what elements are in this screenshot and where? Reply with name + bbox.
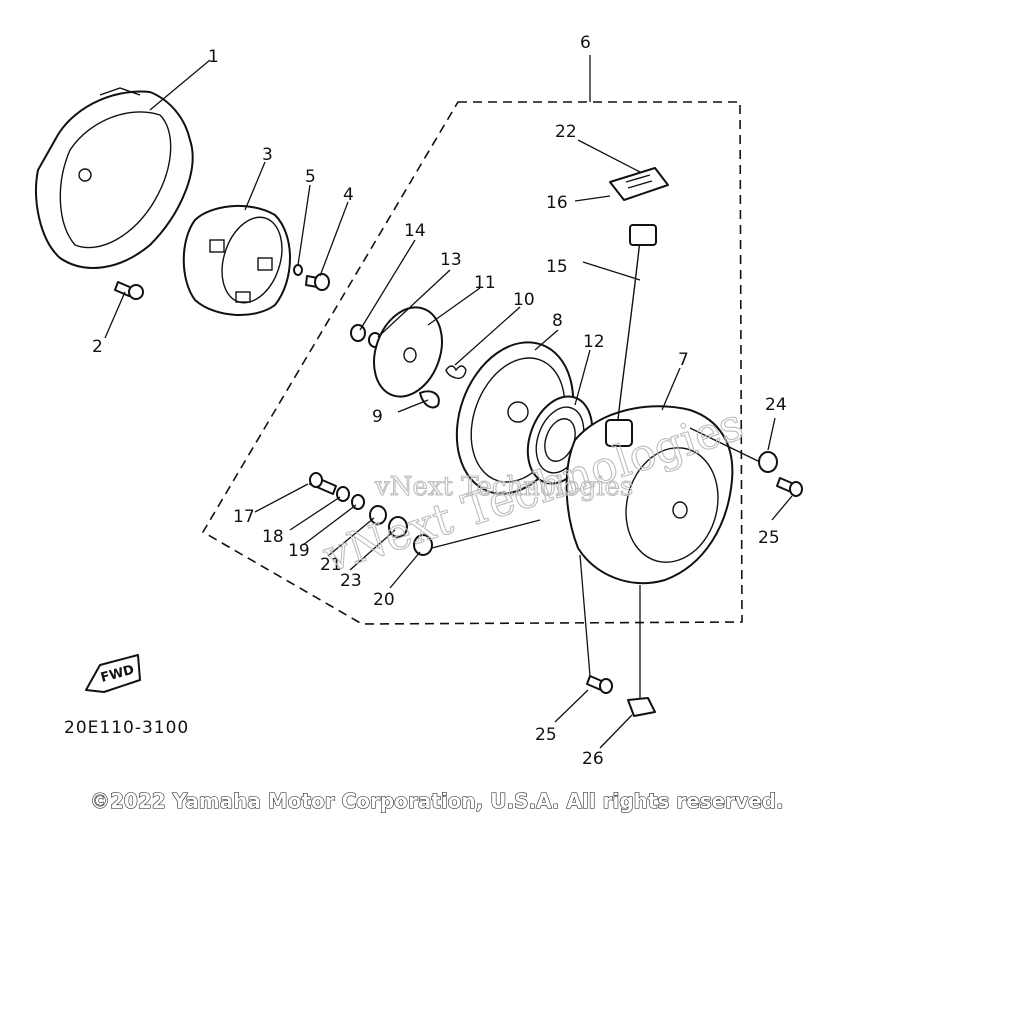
label-3: 3 xyxy=(262,145,273,165)
leader-lines xyxy=(104,55,793,749)
watermark-text-1: vNext Technologies xyxy=(374,472,633,502)
label-10: 10 xyxy=(513,290,535,310)
part-cover xyxy=(35,87,194,269)
label-24: 24 xyxy=(765,395,787,415)
part-cap-26 xyxy=(627,697,656,717)
label-7: 7 xyxy=(678,350,689,370)
label-23: 23 xyxy=(340,571,362,591)
part-bushing-20 xyxy=(413,534,433,556)
part-collar-21 xyxy=(369,505,387,525)
part-spring-10 xyxy=(445,365,467,380)
label-4: 4 xyxy=(343,185,354,205)
part-cup-3 xyxy=(182,204,291,316)
part-handle-16 xyxy=(609,167,669,246)
label-21: 21 xyxy=(320,555,342,575)
label-9: 9 xyxy=(372,407,383,427)
part-screw-4 xyxy=(305,273,330,291)
part-collar-24 xyxy=(758,451,778,473)
part-nut-14 xyxy=(350,324,366,342)
part-washer-5 xyxy=(293,264,303,276)
part-pawl-9 xyxy=(419,390,440,409)
part-case-7 xyxy=(565,405,734,585)
label-2: 2 xyxy=(92,337,103,357)
part-labels: 1 2 3 4 5 6 7 8 9 10 11 12 13 14 15 16 1… xyxy=(92,33,787,769)
label-12: 12 xyxy=(583,332,605,352)
label-5: 5 xyxy=(305,167,316,187)
part-bolt-2 xyxy=(114,281,144,300)
label-13: 13 xyxy=(440,250,462,270)
part-rope-15 xyxy=(617,239,641,421)
label-8: 8 xyxy=(552,311,563,331)
assembly-boundary xyxy=(201,101,743,625)
label-25-bottom: 25 xyxy=(535,725,557,745)
label-25-right: 25 xyxy=(758,528,780,548)
part-bolt-17 xyxy=(309,472,337,495)
label-20: 20 xyxy=(373,590,395,610)
label-22: 22 xyxy=(555,122,577,142)
label-17: 17 xyxy=(233,507,255,527)
label-11: 11 xyxy=(474,273,496,293)
fwd-arrow-icon: FWD xyxy=(85,654,141,693)
part-bolt-25-bottom xyxy=(586,675,613,694)
label-1: 1 xyxy=(208,47,219,67)
part-plate-11 xyxy=(373,306,443,398)
part-code: 20E110-3100 xyxy=(64,718,189,738)
label-6: 6 xyxy=(580,33,591,53)
label-19: 19 xyxy=(288,541,310,561)
label-16: 16 xyxy=(546,193,568,213)
part-bolt-25-right xyxy=(776,477,803,497)
label-15: 15 xyxy=(546,257,568,277)
label-14: 14 xyxy=(404,221,426,241)
label-18: 18 xyxy=(262,527,284,547)
copyright-notice: ©2022 Yamaha Motor Corporation, U.S.A. A… xyxy=(90,789,784,813)
label-26: 26 xyxy=(582,749,604,769)
part-washer-18 xyxy=(336,486,350,502)
